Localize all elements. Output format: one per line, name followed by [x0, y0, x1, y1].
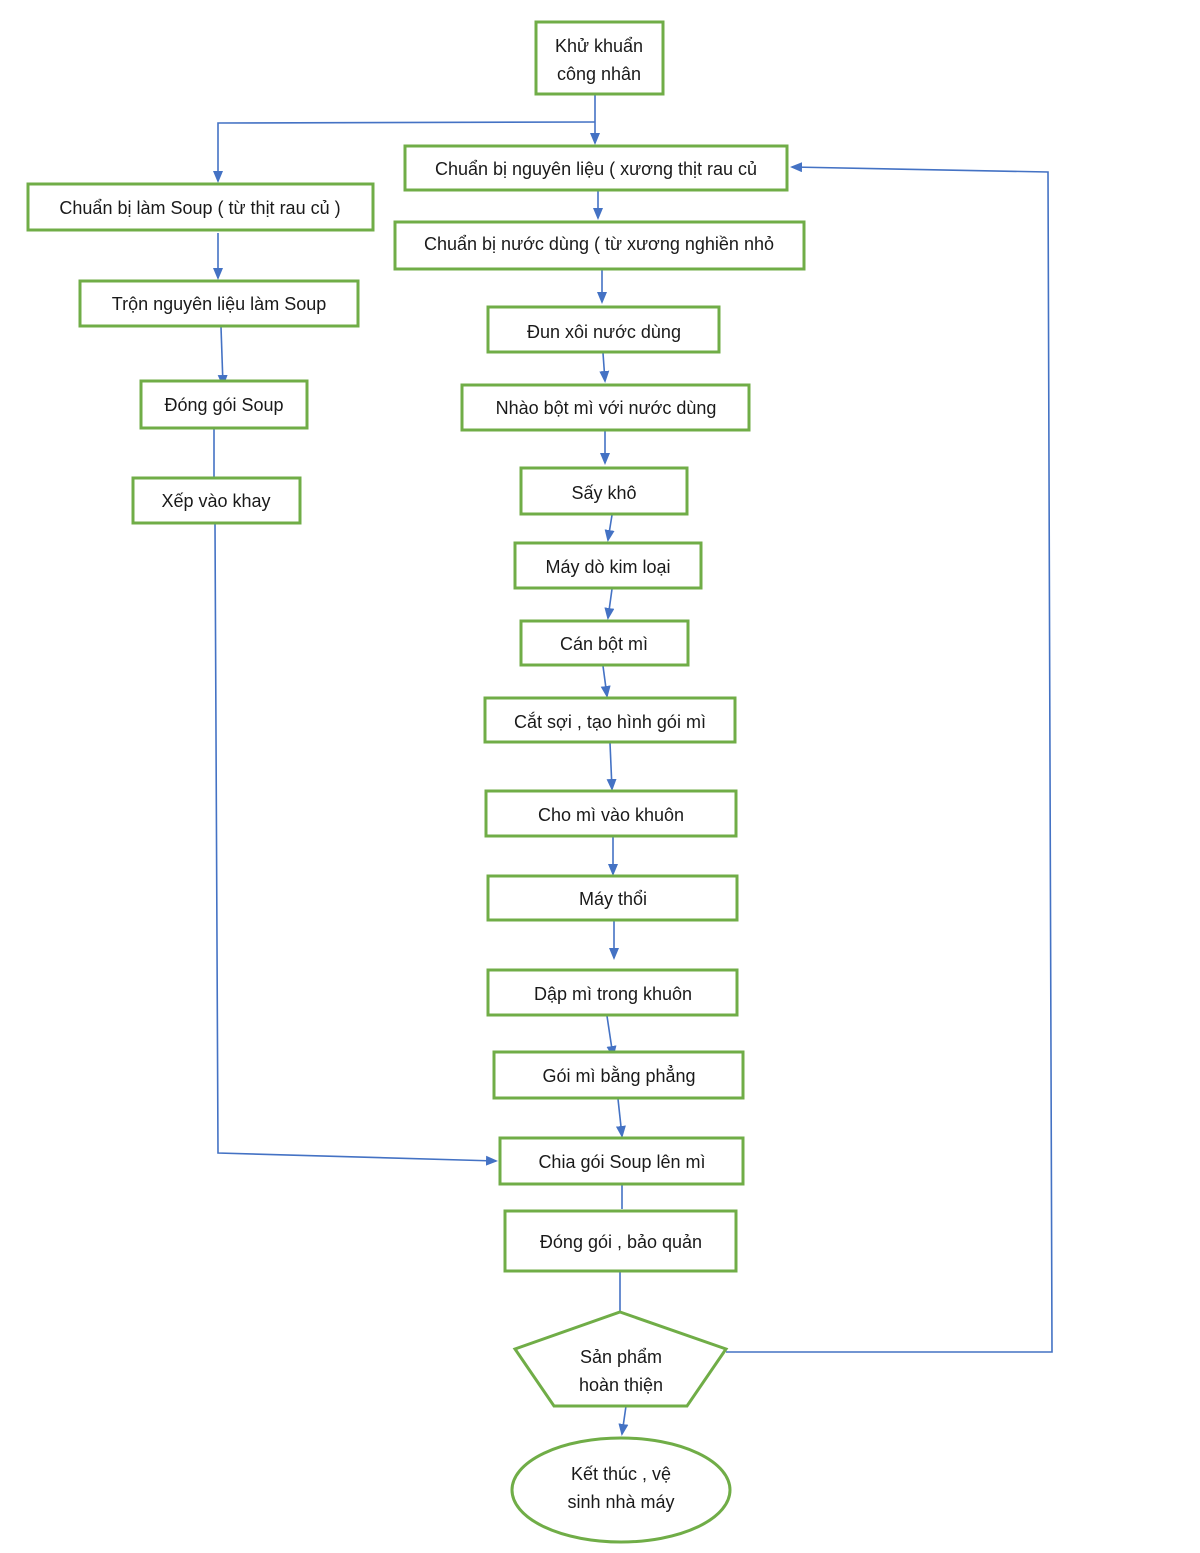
arrow-finished-loop-back [726, 162, 1053, 1353]
arrow-dry-to-metal [604, 514, 615, 542]
box-dry [519, 466, 689, 516]
box-tray [131, 476, 302, 525]
label-end-line2: sinh nhà máy [567, 1492, 674, 1512]
arrow-press-to-flatten [606, 1015, 617, 1058]
box-add-soup [498, 1136, 745, 1186]
label-mix-soup: Trộn nguyên liệu làm Soup [112, 294, 326, 314]
box-roll-dough [519, 619, 690, 667]
ellipse-end [510, 1436, 732, 1544]
label-press-mold: Dập mì trong khuôn [534, 984, 692, 1004]
box-pack-store [503, 1209, 738, 1273]
box-pack-soup [139, 379, 309, 430]
arrow-metal-to-roll [604, 588, 615, 620]
box-flatten [492, 1050, 745, 1100]
label-metal-detector: Máy dò kim loại [545, 557, 670, 577]
label-knead-dough: Nhào bột mì với nước dùng [496, 398, 717, 418]
box-boil-broth [486, 305, 721, 354]
box-mix-soup [78, 279, 360, 328]
box-knead-dough [460, 383, 751, 432]
label-sanitize-line1: Khử khuẩn [555, 36, 643, 56]
box-into-mold [484, 789, 738, 838]
label-dry: Sấy khô [571, 483, 636, 503]
arrow-cut-to-mold [606, 742, 617, 791]
box-cut-shape [483, 696, 737, 744]
arrow-roll-to-cut [600, 665, 611, 698]
arrow-mix-to-pack-soup [217, 326, 228, 387]
label-cut-shape: Cắt sợi , tạo hình gói mì [514, 711, 706, 732]
label-finished-line1: Sản phẩm [580, 1347, 662, 1367]
arrow-finished-to-end [618, 1405, 629, 1436]
label-prep-broth: Chuẩn bị nước dùng ( từ xương nghiền nhỏ [424, 234, 774, 254]
label-end-line1: Kết thúc , vệ [571, 1464, 671, 1484]
box-prep-broth [393, 220, 806, 271]
label-prep-ingredients: Chuẩn bị nguyên liệu ( xương thịt rau củ [435, 159, 757, 179]
label-roll-dough: Cán bột mì [560, 634, 648, 654]
label-prep-soup: Chuẩn bị làm Soup ( từ thịt rau củ ) [59, 198, 340, 218]
label-tray: Xếp vào khay [161, 491, 270, 511]
box-metal-detector [513, 541, 703, 590]
label-into-mold: Cho mì vào khuôn [538, 805, 684, 825]
box-prep-soup [26, 182, 375, 232]
box-press-mold [486, 968, 739, 1017]
labels: Khử khuẩn công nhân Chuẩn bị nguyên liệu… [59, 36, 774, 1512]
label-pack-soup: Đóng gói Soup [164, 395, 283, 415]
label-pack-store: Đóng gói , bảo quản [540, 1232, 702, 1252]
pentagon-finished [512, 1310, 729, 1408]
label-boil-broth: Đun xôi nước dùng [527, 322, 681, 342]
box-sanitize-workers [534, 20, 665, 96]
arrow-boil-to-knead [599, 352, 610, 383]
arrow-tray-to-add-soup [214, 523, 498, 1166]
label-flatten: Gói mì bằng phẳng [542, 1065, 695, 1086]
label-sanitize-line2: công nhân [557, 64, 641, 84]
label-finished-line2: hoàn thiện [579, 1375, 663, 1395]
box-prep-ingredients [403, 144, 789, 192]
label-add-soup: Chia gói Soup lên mì [538, 1152, 705, 1172]
connectors [213, 94, 1053, 1436]
arrow-flatten-to-add-soup [615, 1098, 626, 1138]
shapes [26, 20, 806, 1544]
box-blower [486, 874, 739, 922]
arrow-sanitize-to-prep-soup [213, 121, 596, 183]
label-blower: Máy thổi [579, 889, 647, 909]
